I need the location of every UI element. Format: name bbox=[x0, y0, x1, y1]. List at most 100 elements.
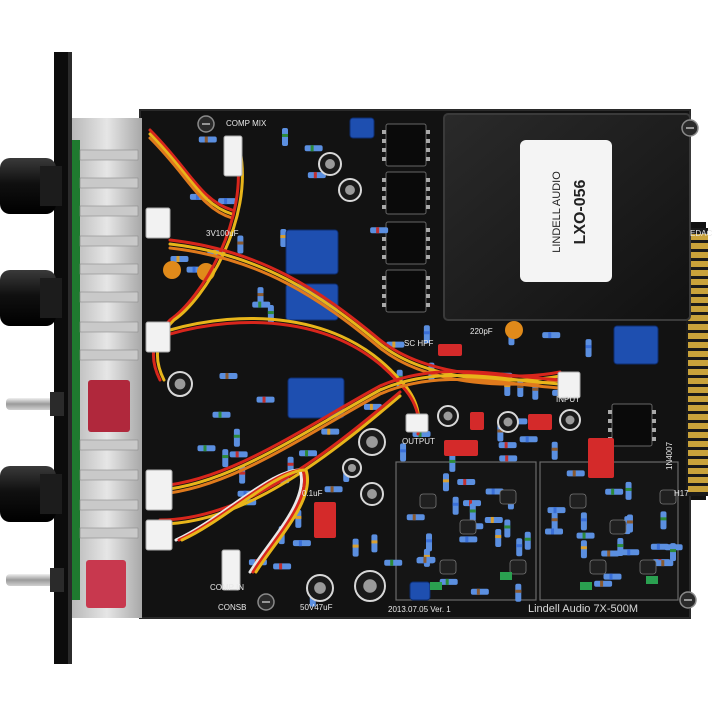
wire-connector bbox=[221, 549, 241, 591]
film-capacitor bbox=[438, 344, 462, 356]
ic-pin bbox=[426, 294, 430, 298]
resistor-band bbox=[287, 462, 294, 466]
knob-1[interactable] bbox=[0, 158, 62, 214]
capacitor-top bbox=[367, 489, 377, 499]
gold-finger bbox=[688, 333, 708, 339]
small-cap bbox=[500, 572, 512, 580]
resistor-band bbox=[517, 385, 524, 389]
gold-finger bbox=[688, 270, 708, 276]
transistor bbox=[659, 489, 677, 505]
mount-screws bbox=[197, 115, 699, 611]
resistor-band bbox=[497, 429, 504, 433]
tantalum-cap bbox=[163, 261, 181, 279]
film-capacitor bbox=[588, 438, 614, 478]
ic-pin bbox=[426, 246, 430, 250]
resistor-band bbox=[330, 486, 334, 493]
relay bbox=[349, 117, 375, 139]
ic-pin bbox=[426, 196, 430, 200]
knob-2[interactable] bbox=[0, 270, 62, 326]
resistor-band bbox=[469, 500, 473, 507]
transistor bbox=[569, 493, 587, 509]
resistor-band bbox=[243, 490, 247, 497]
toggle-switch-1[interactable] bbox=[6, 392, 64, 416]
resistor-band bbox=[445, 578, 449, 585]
silk-comp-in: COMP IN bbox=[210, 583, 244, 592]
silk-model: Lindell Audio 7X-500M bbox=[528, 603, 638, 615]
gold-finger bbox=[688, 342, 708, 348]
components bbox=[163, 117, 683, 607]
relay bbox=[287, 377, 345, 419]
ic-pin bbox=[608, 428, 612, 432]
toggle-switch-2[interactable] bbox=[6, 568, 64, 592]
gold-finger bbox=[688, 234, 708, 240]
resistor-band bbox=[600, 580, 604, 587]
resistor-band bbox=[611, 488, 615, 495]
silk-3v100uf: 3V100uF bbox=[206, 229, 239, 238]
knob-3[interactable] bbox=[0, 466, 62, 522]
wire-connector bbox=[145, 469, 173, 511]
ic-pin bbox=[652, 428, 656, 432]
resistor-band bbox=[469, 509, 476, 513]
relay bbox=[285, 229, 339, 275]
ic-pin bbox=[382, 276, 386, 280]
silk-1n4007: 1N4007 bbox=[665, 441, 674, 470]
front-panel-edge bbox=[68, 52, 72, 664]
resistor-band bbox=[371, 540, 378, 544]
transistor bbox=[589, 559, 607, 575]
capacitors bbox=[167, 152, 581, 602]
resistor-band bbox=[626, 520, 633, 524]
transistor bbox=[499, 489, 517, 505]
resistor-band bbox=[609, 573, 613, 580]
gold-finger bbox=[688, 297, 708, 303]
ic-pin bbox=[426, 228, 430, 232]
small-cap bbox=[430, 582, 442, 590]
small-cap bbox=[646, 576, 658, 584]
capacitor-top bbox=[565, 415, 575, 425]
resistor-band bbox=[267, 311, 274, 315]
gold-finger bbox=[688, 279, 708, 285]
bracket-bar bbox=[79, 235, 139, 247]
connectors bbox=[145, 135, 581, 591]
capacitor-top bbox=[366, 436, 378, 448]
gold-finger bbox=[688, 432, 708, 438]
ic-pin bbox=[382, 246, 386, 250]
ic-pin bbox=[426, 303, 430, 307]
silk-h17: H17 bbox=[674, 489, 689, 498]
wire bbox=[158, 373, 562, 492]
resistor-band bbox=[452, 502, 459, 506]
gold-finger bbox=[688, 360, 708, 366]
ic-pin bbox=[608, 410, 612, 414]
resistor-band bbox=[233, 434, 240, 438]
silk-input: INPUT bbox=[556, 395, 580, 404]
gold-finger bbox=[688, 252, 708, 258]
wire-connector bbox=[145, 207, 171, 239]
silk-cons: CONSB bbox=[218, 603, 246, 612]
capacitor-top bbox=[503, 417, 513, 427]
silk-comp-mix: COMP MIX bbox=[226, 119, 267, 128]
gold-finger bbox=[688, 369, 708, 375]
resistor-band bbox=[465, 536, 469, 543]
transistor bbox=[459, 519, 477, 535]
wire-connector bbox=[405, 413, 429, 433]
wire bbox=[158, 369, 562, 488]
capacitor-top bbox=[363, 579, 377, 593]
resistor-band bbox=[607, 550, 611, 557]
resistor-band bbox=[617, 544, 624, 548]
resistor-band bbox=[225, 372, 229, 379]
silk-sc-hpf: SC HPF bbox=[404, 339, 433, 348]
wire bbox=[148, 136, 234, 220]
ic-pin bbox=[382, 255, 386, 259]
wire bbox=[151, 148, 240, 382]
gold-finger bbox=[688, 306, 708, 312]
film-capacitor bbox=[528, 414, 552, 430]
transistor bbox=[439, 559, 457, 575]
resistor-band bbox=[204, 136, 208, 143]
bracket-bar bbox=[79, 527, 139, 539]
gold-finger bbox=[688, 351, 708, 357]
resistor-band bbox=[504, 525, 511, 529]
resistor-band bbox=[661, 560, 665, 567]
gold-finger bbox=[688, 243, 708, 249]
gold-finger bbox=[688, 387, 708, 393]
resistor-band bbox=[625, 487, 632, 491]
resistor-band bbox=[237, 241, 244, 245]
